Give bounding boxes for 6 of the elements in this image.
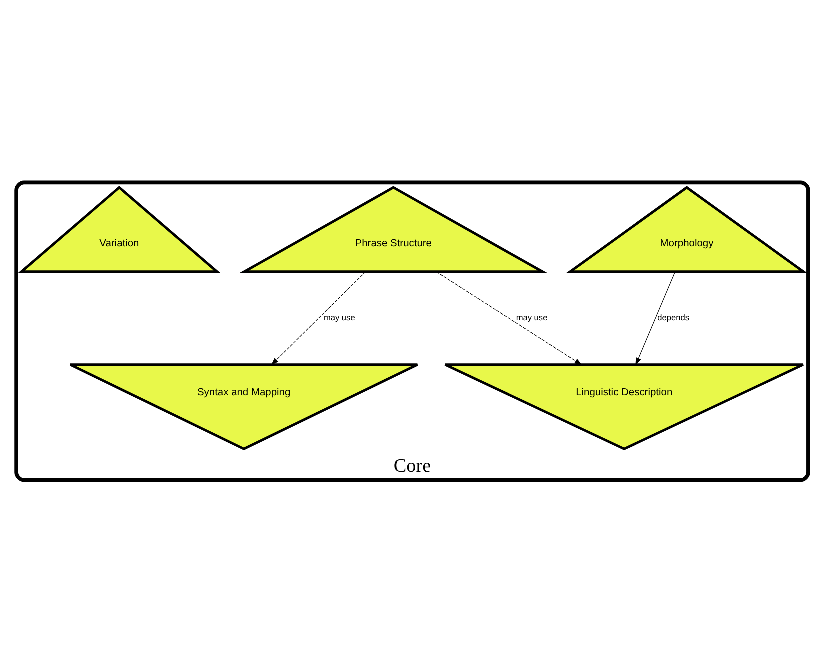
edge-label: may use: [324, 312, 356, 323]
arrow: [636, 272, 676, 366]
edge-label: depends: [658, 312, 690, 323]
edge-label: may use: [516, 312, 548, 323]
arrow: [271, 272, 366, 366]
arrow: [436, 272, 582, 366]
